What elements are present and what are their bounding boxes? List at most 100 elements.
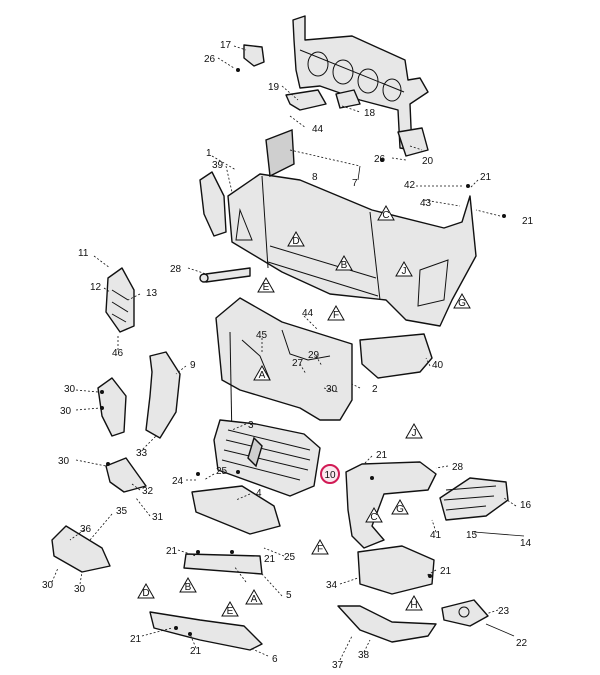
reference-marker: J [405, 422, 423, 439]
bracket-32 [105, 457, 147, 493]
callout-label: 11 [78, 248, 89, 259]
callout-label: 25 [216, 466, 228, 477]
ref-letter: D [142, 588, 149, 599]
reference-marker: E [221, 600, 239, 617]
upper-cross-member [292, 15, 429, 151]
ref-letter: D [292, 236, 299, 247]
highlighted-callout-10[interactable]: 10 [320, 464, 340, 484]
reference-marker: B [335, 254, 353, 271]
callout-label: 46 [112, 348, 124, 359]
callout-label: 30 [74, 584, 86, 595]
callout-label: 13 [146, 288, 158, 299]
reference-marker: A [253, 364, 271, 381]
callout-label: 27 [292, 358, 304, 369]
ref-letter: E [263, 282, 270, 293]
reference-marker: C [377, 204, 395, 221]
callout-label: 18 [364, 108, 376, 119]
air-deflector-40 [359, 333, 433, 379]
ref-letter: F [317, 544, 323, 555]
callout-label: 23 [498, 606, 510, 617]
absorber-34 [357, 545, 435, 595]
bracket-18 [335, 89, 361, 109]
bracket-23 [441, 599, 489, 627]
callout-label: 21 [480, 172, 492, 183]
callout-label: 21 [522, 216, 534, 227]
callout-label: 21 [190, 646, 202, 657]
callout-label: 44 [302, 308, 314, 319]
side-duct-12 [105, 267, 135, 333]
reference-marker: J [395, 260, 413, 277]
bracket-17 [243, 44, 265, 67]
reference-marker: B [179, 576, 197, 593]
callout-label: 21 [130, 634, 142, 645]
fog-lamp-bezel-16 [439, 477, 509, 521]
reference-marker: C [365, 506, 383, 523]
callout-label: 9 [190, 360, 196, 371]
reference-marker: A [245, 588, 263, 605]
callout-label: 6 [272, 654, 278, 665]
callout-label: 4 [256, 488, 262, 499]
callout-label: 31 [152, 512, 164, 523]
callout-label: 39 [212, 160, 224, 171]
leader-lines [51, 45, 525, 661]
callout-label: 3 [248, 420, 254, 431]
reference-marker: G [391, 498, 409, 515]
callout-label: 42 [404, 180, 416, 191]
front-end-module-carrier [227, 129, 477, 327]
ref-letter: E [227, 606, 234, 617]
ref-letter: H [410, 600, 417, 611]
callout-label: 26 [374, 154, 386, 165]
reference-marker: H [405, 594, 423, 611]
callout-label: 26 [204, 54, 216, 65]
callout-label: 15 [466, 530, 478, 541]
side-bracket-30-left [97, 377, 127, 437]
ref-letter: A [259, 370, 266, 381]
bracket-20 [397, 127, 429, 157]
lower-grille-6 [149, 611, 263, 651]
highlighted-callout-label: 10 [324, 470, 336, 481]
bracket-19 [285, 89, 327, 111]
callout-label: 41 [430, 530, 442, 541]
ref-letter: G [396, 504, 404, 515]
bracket-36 [51, 525, 111, 573]
callout-label: 35 [116, 506, 128, 517]
ref-letter: J [402, 266, 407, 277]
callout-label: 33 [136, 448, 148, 459]
reference-marker: F [327, 304, 345, 321]
callout-label: 21 [166, 546, 178, 557]
spoiler-37 [337, 605, 437, 643]
reference-marker: E [257, 276, 275, 293]
highlight-ring [320, 464, 340, 484]
ref-letter: A [251, 594, 258, 605]
callout-label: 17 [220, 40, 232, 51]
callout-label: 5 [286, 590, 292, 601]
callout-label: 29 [308, 350, 320, 361]
callout-label: 25 [284, 552, 296, 563]
callout-label: 16 [520, 500, 532, 511]
callout-label: 19 [268, 82, 280, 93]
callout-label: 24 [172, 476, 184, 487]
callout-label: 43 [420, 198, 432, 209]
callout-label: 28 [170, 264, 182, 275]
bracket-33 [145, 351, 181, 439]
bumper-skin-10 [345, 461, 437, 549]
callout-label: 14 [520, 538, 532, 549]
callout-label: 38 [358, 650, 370, 661]
ref-letter: G [458, 298, 466, 309]
bumper-fascia-2 [215, 297, 353, 441]
ref-letter: F [333, 310, 339, 321]
callout-label: 30 [42, 580, 54, 591]
lower-panel-4 [191, 485, 281, 535]
callout-labels: 17 26 19 18 44 1 39 8 7 26 20 42 21 43 2… [42, 40, 534, 671]
ref-letter: J [412, 428, 417, 439]
lower-rail-5 [183, 553, 263, 575]
ref-letter: B [341, 260, 348, 271]
callout-label: 30 [326, 384, 338, 395]
callout-label: 22 [516, 638, 528, 649]
ref-letter: C [382, 210, 389, 221]
callout-label: 28 [452, 462, 464, 473]
radiator-grille-3 [213, 419, 321, 497]
callout-label: 2 [372, 384, 378, 395]
ref-letter: B [185, 582, 192, 593]
